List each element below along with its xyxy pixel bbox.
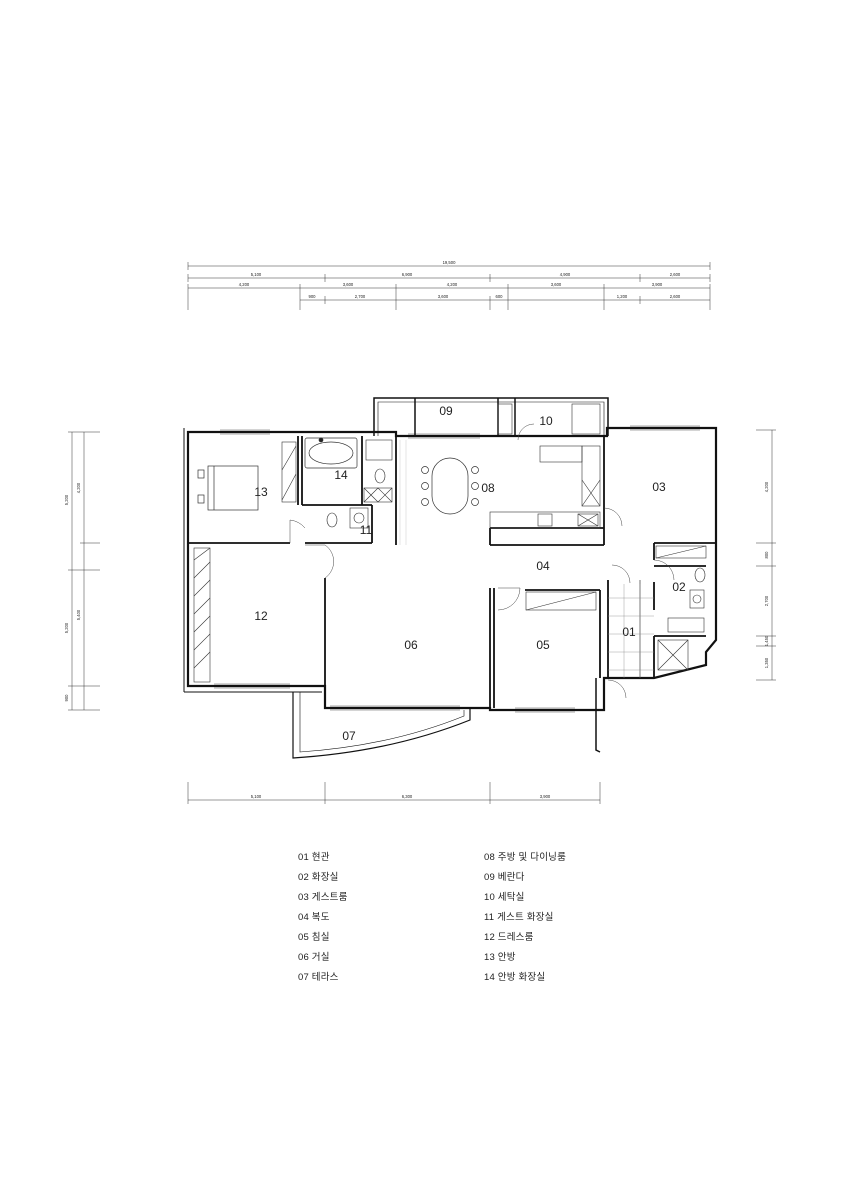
room-label-13: 13	[254, 485, 268, 499]
dim-mid-4: 3,600	[551, 282, 562, 287]
dim-left-1: 5,200	[64, 494, 69, 505]
dim-top-2: 6,900	[402, 272, 413, 277]
dim-left-inner-1: 4,200	[76, 482, 81, 493]
dress-room-closet	[193, 441, 297, 683]
dim-right-5: 1,350	[764, 657, 769, 668]
room-label-12: 12	[254, 609, 268, 623]
dim-right-1: 4,200	[764, 481, 769, 492]
legend-right: 08 주방 및 다이닝룸 09 베란다 10 세탁실 11 게스트 화장실 12…	[484, 848, 566, 988]
room-label-01: 01	[622, 625, 636, 639]
left-dimensions	[68, 431, 100, 711]
dim-top-3: 4,900	[560, 272, 571, 277]
legend-item: 11 게스트 화장실	[484, 912, 554, 923]
dim-mid-3: 4,200	[447, 282, 458, 287]
dim-right-3: 2,700	[764, 595, 769, 606]
legend-item: 10 세탁실	[484, 892, 525, 903]
left-dimension-labels: 5,200 5,200 900 4,200 5,400	[64, 482, 81, 701]
room-label-14: 14	[334, 468, 348, 482]
legend-item: 02 화장실	[298, 872, 339, 883]
room-label-11: 11	[360, 523, 373, 537]
dim-low-6: 2,600	[670, 294, 681, 299]
bottom-dimension-labels: 5,100 6,300 3,900	[251, 794, 551, 799]
dim-mid-5: 3,900	[652, 282, 663, 287]
legend-item: 13 안방	[484, 952, 516, 963]
right-dimension-labels: 4,200 800 2,700 1,450 1,350	[764, 481, 769, 668]
dining-table	[421, 457, 479, 515]
bedroom-closet	[525, 545, 707, 611]
dim-mid-2: 3,600	[343, 282, 354, 287]
room-label-03: 03	[652, 480, 666, 494]
top-dimensions	[187, 262, 711, 310]
legend-item: 14 안방 화장실	[484, 972, 546, 983]
dim-left-3: 900	[64, 694, 69, 702]
dim-bottom-1: 5,100	[251, 794, 262, 799]
dim-low-1: 900	[309, 294, 317, 299]
room-labels: 01 02 03 04 05 06 07 08 09 10 11 12 13 1…	[254, 404, 686, 743]
legend-item: 01 현관	[298, 852, 330, 863]
dim-low-5: 1,200	[617, 294, 628, 299]
legend-item: 04 복도	[298, 912, 330, 923]
right-dimensions	[756, 429, 776, 681]
windows	[214, 425, 700, 713]
legend-item: 03 게스트룸	[298, 892, 348, 903]
kitchen-counters	[489, 403, 601, 529]
exterior-walls	[183, 426, 718, 712]
dim-low-4: 600	[496, 294, 504, 299]
dim-top-1: 5,100	[251, 272, 262, 277]
legend-item: 07 테라스	[298, 972, 339, 983]
room-label-04: 04	[536, 559, 550, 573]
bottom-dimensions	[187, 782, 601, 804]
room-label-08: 08	[481, 481, 495, 495]
legend-item: 09 베란다	[484, 872, 525, 883]
kitchen-floor	[399, 440, 407, 545]
room-label-05: 05	[536, 638, 550, 652]
legend-item: 05 침실	[298, 932, 330, 943]
legend-item: 08 주방 및 다이닝룸	[484, 852, 567, 863]
room-label-06: 06	[404, 638, 418, 652]
top-dimension-labels: 19,500 5,100 6,900 4,900 2,600 4,200 3,6…	[239, 260, 681, 299]
dim-bottom-3: 3,900	[540, 794, 551, 799]
dim-low-3: 3,600	[438, 294, 449, 299]
dim-bottom-2: 6,300	[402, 794, 413, 799]
dim-low-2: 2,700	[355, 294, 366, 299]
interior-walls	[188, 436, 716, 708]
entrance-walls	[595, 678, 601, 753]
dim-top-total: 19,500	[443, 260, 456, 265]
room-label-07: 07	[342, 729, 356, 743]
room-label-09: 09	[439, 404, 453, 418]
legend-item: 12 드레스룸	[484, 932, 534, 943]
dim-right-2: 800	[764, 551, 769, 559]
legend-item: 06 거실	[298, 952, 330, 963]
dim-left-2: 5,200	[64, 622, 69, 633]
dim-top-4: 2,600	[670, 272, 681, 277]
master-bed	[197, 465, 259, 511]
bathtub	[304, 437, 358, 469]
room-label-02: 02	[672, 580, 686, 594]
dim-right-4: 1,450	[764, 635, 769, 646]
entrance-tiles	[608, 584, 654, 678]
dim-left-inner-2: 5,400	[76, 609, 81, 620]
legend-left: 01 현관 02 화장실 03 게스트룸 04 복도 05 침실 06 거실 0…	[298, 848, 348, 988]
room-label-10: 10	[539, 414, 553, 428]
terrace	[292, 692, 471, 759]
fixtures	[326, 439, 706, 671]
dim-mid-1: 4,200	[239, 282, 250, 287]
door-swings	[289, 423, 675, 699]
